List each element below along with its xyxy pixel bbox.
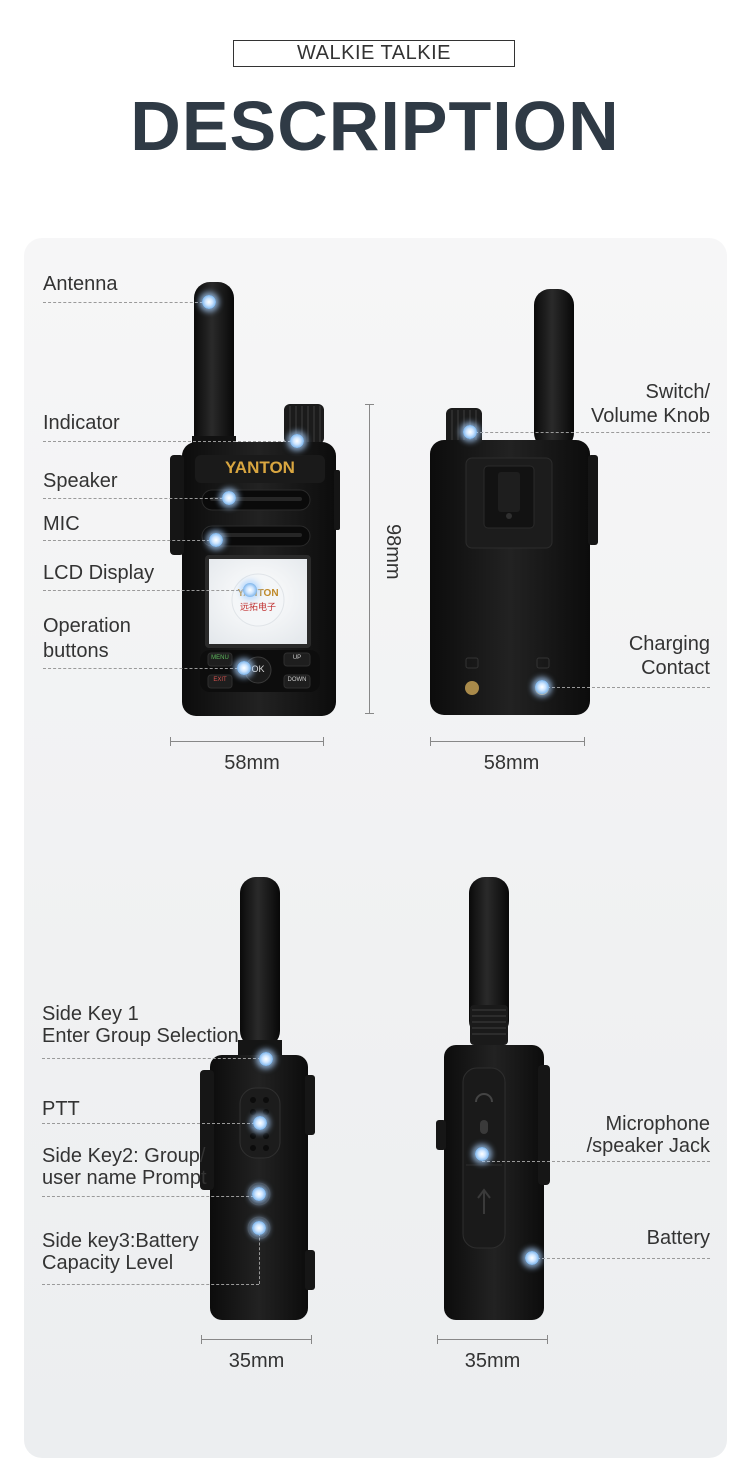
left-side-width-dimension	[201, 1335, 312, 1344]
front-width-dimension	[170, 737, 324, 746]
sidekey2-leader	[42, 1196, 259, 1197]
antenna-hotspot[interactable]	[202, 295, 216, 309]
sidekey3-label-line2: Capacity Level	[42, 1252, 174, 1274]
lcd-label: LCD Display	[43, 562, 155, 584]
sidekey1-label-line1: Side Key 1	[42, 1003, 139, 1025]
ok-key[interactable]: OK	[251, 664, 265, 674]
charging-label-line2: Contact	[641, 657, 710, 679]
indicator-hotspot[interactable]	[290, 434, 304, 448]
battery-hotspot[interactable]	[525, 1251, 539, 1265]
screen-brand-text: YANTON	[237, 588, 279, 599]
ptt-label: PTT	[42, 1098, 80, 1120]
left-side-view	[200, 877, 315, 1320]
right-side-view	[436, 877, 550, 1320]
jack-hotspot[interactable]	[475, 1147, 489, 1161]
sidekey2-label-line1: Side Key2: Group/	[42, 1145, 206, 1167]
indicator-leader	[43, 441, 296, 442]
operation-hotspot[interactable]	[237, 661, 251, 675]
jack-leader	[482, 1161, 710, 1162]
speaker-label: Speaker	[43, 470, 118, 492]
mic-hotspot[interactable]	[209, 533, 223, 547]
sidekey3-label-line1: Side key3:Battery	[42, 1230, 199, 1252]
antenna-label: Antenna	[43, 273, 118, 295]
back-width-text: 58mm	[483, 752, 540, 774]
indicator-label: Indicator	[43, 412, 120, 434]
charging-label-line1: Charging	[628, 633, 710, 655]
right-side-width-text: 35mm	[464, 1350, 521, 1372]
front-width-text: 58mm	[224, 752, 280, 774]
sidekey1-hotspot[interactable]	[259, 1052, 273, 1066]
battery-label: Battery	[646, 1227, 710, 1249]
sidekey3-leader	[42, 1284, 259, 1285]
down-key[interactable]: DOWN	[287, 677, 307, 683]
screen-sub-text: 远拓电子	[239, 602, 276, 612]
switch-hotspot[interactable]	[463, 425, 477, 439]
operation-label-line2: buttons	[43, 640, 109, 662]
ptt-hotspot[interactable]	[253, 1116, 267, 1130]
lcd-leader	[43, 590, 249, 591]
lcd-hotspot[interactable]	[243, 583, 257, 597]
operation-label-line1: Operation	[43, 615, 131, 637]
mic-leader	[43, 540, 215, 541]
back-view	[430, 289, 598, 715]
jack-label-line2: /speaker Jack	[586, 1135, 710, 1157]
speaker-leader	[43, 498, 228, 499]
antenna-leader	[43, 302, 208, 303]
battery-leader	[532, 1258, 710, 1259]
charging-hotspot[interactable]	[535, 680, 549, 694]
height-dimension	[365, 404, 374, 714]
height-dimension-text: 98mm	[382, 524, 404, 580]
sidekey1-leader	[42, 1058, 266, 1059]
sidekey3-hotspot[interactable]	[252, 1221, 266, 1235]
switch-leader	[470, 432, 710, 433]
sidekey3-leader-vertical	[259, 1228, 260, 1284]
category-tag: WALKIE TALKIE	[233, 40, 515, 67]
charging-leader	[542, 687, 710, 688]
front-view	[170, 282, 340, 716]
switch-label-line2: Volume Knob	[591, 405, 710, 427]
menu-key[interactable]: MENU	[211, 655, 229, 661]
sidekey1-label-line2: Enter Group Selection	[42, 1025, 239, 1047]
operation-leader	[43, 668, 243, 669]
right-side-width-dimension	[437, 1335, 548, 1344]
switch-label-line1: Switch/	[645, 381, 710, 403]
mic-label: MIC	[43, 513, 80, 535]
ptt-leader	[42, 1123, 260, 1124]
left-side-width-text: 35mm	[228, 1350, 285, 1372]
sidekey2-label-line2: user name Prompt	[42, 1167, 207, 1189]
back-width-dimension	[430, 737, 585, 746]
device-brand-text: YANTON	[225, 458, 295, 477]
exit-key[interactable]: EXIT	[213, 677, 227, 683]
page-title: DESCRIPTION	[130, 87, 620, 165]
speaker-hotspot[interactable]	[222, 491, 236, 505]
sidekey2-hotspot[interactable]	[252, 1187, 266, 1201]
up-key[interactable]: UP	[292, 655, 302, 661]
jack-label-line1: Microphone	[605, 1113, 710, 1135]
